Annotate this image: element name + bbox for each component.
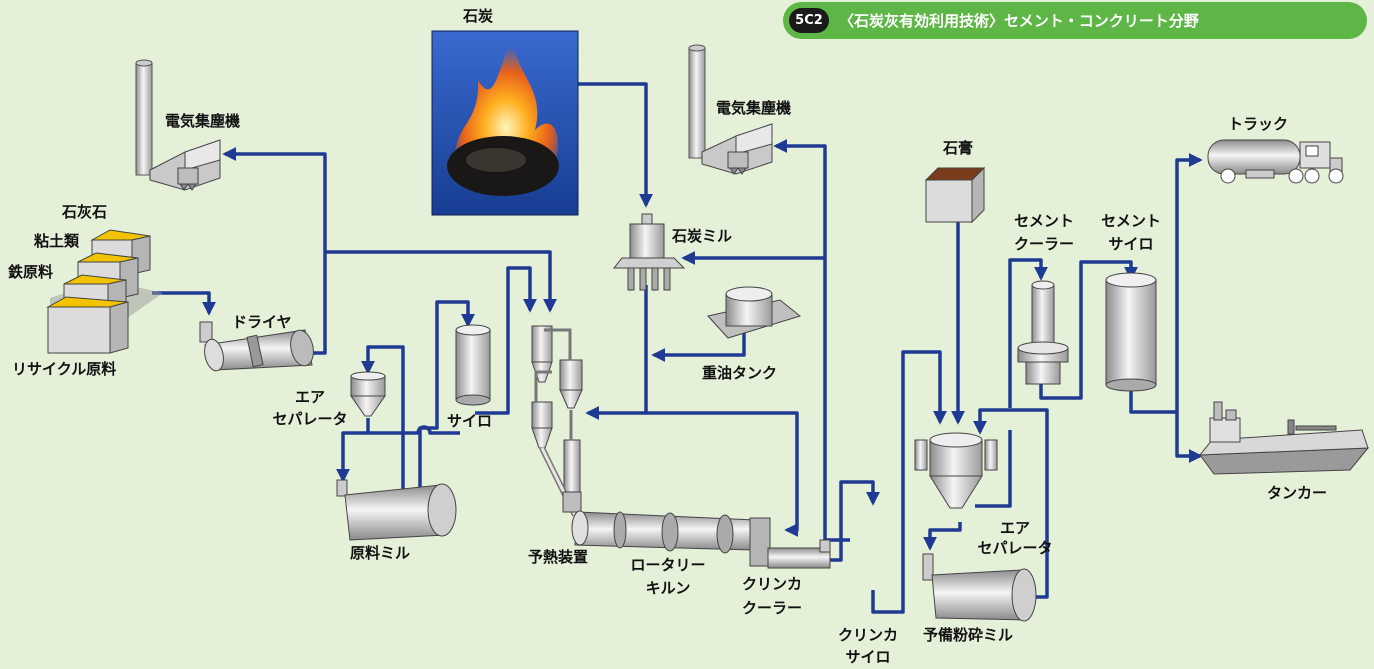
label-air-sep-right-1: エア (999, 519, 1030, 537)
flow-clinker-to-separator (871, 350, 947, 614)
flow-separator-loop (366, 418, 460, 435)
label-limestone: 石灰石 (62, 203, 108, 221)
label-kiln-1: ロータリー (630, 556, 706, 574)
ep-right-icon (701, 123, 773, 175)
flow-coal-to-kiln (585, 285, 648, 420)
flow-rawmill-to-silo (418, 300, 475, 503)
label-air-sep-left-1: エア (294, 388, 325, 406)
label-cement-silo-1: セメント (1101, 212, 1161, 230)
clinker-cooler-icon (749, 517, 831, 569)
flow-mill-loop (973, 408, 1049, 599)
label-cooler-2: クーラー (741, 599, 802, 617)
flow-separator-to-mill (336, 431, 368, 483)
label-iron: 鉄原料 (8, 263, 54, 281)
coal-mill-icon (612, 213, 686, 291)
label-dryer: ドライヤ (232, 313, 292, 331)
raw-material-bins-icon (46, 229, 163, 354)
flow-silo-to-preheater (475, 266, 537, 415)
header-badge: 5C2 〈石炭灰有効利用技術〉セメント・コンクリート分野 (783, 2, 1367, 39)
rotary-kiln-icon (571, 510, 756, 554)
tanker-icon (1198, 401, 1370, 475)
flow-to-cooler (646, 411, 799, 537)
flow-raw-to-dryer (152, 291, 216, 316)
label-raw-mill: 原料ミル (350, 544, 411, 562)
label-kiln-2: キルン (645, 579, 691, 597)
label-coal: 石炭 (462, 7, 493, 25)
label-pre-mill: 予備粉砕ミル (923, 626, 1014, 644)
label-ep-left: 電気集塵機 (165, 112, 241, 130)
label-cement-silo-2: サイロ (1108, 235, 1154, 253)
flow-lines (152, 82, 1203, 614)
badge-title: 〈石炭灰有効利用技術〉セメント・コンクリート分野 (839, 12, 1199, 30)
label-cooler-1: クリンカ (741, 575, 802, 593)
badge-code: 5C2 (789, 8, 829, 33)
flow-to-ep-right (773, 139, 850, 542)
air-separator-left-icon (350, 371, 386, 417)
label-ep-right: 電気集塵機 (716, 99, 792, 117)
ep-left-icon (149, 139, 221, 191)
stack-right-icon (688, 44, 706, 159)
coal-photo (431, 30, 579, 216)
label-tanker: タンカー (1267, 484, 1328, 502)
label-coal-mill: 石炭ミル (672, 227, 733, 245)
label-heavy-oil: 重油タンク (702, 364, 778, 382)
cement-silo-icon (1105, 272, 1157, 392)
flow-to-preheater (325, 250, 557, 313)
flow-to-tanker (1175, 412, 1203, 463)
flow-mill-to-separator (361, 345, 405, 503)
heavy-oil-tank-icon (707, 286, 802, 339)
stack-left-icon (135, 59, 153, 176)
flow-to-cement-silo (1039, 260, 1138, 400)
label-gypsum: 石膏 (942, 139, 973, 157)
label-preheater: 予熱装置 (528, 548, 589, 566)
label-air-sep-right-2: セパレータ (977, 539, 1053, 557)
truck-icon (1207, 139, 1344, 184)
flow-separator-return (975, 430, 1012, 508)
gypsum-bin-icon (924, 166, 986, 224)
label-cement-cooler-2: クーラー (1013, 235, 1074, 253)
label-clinker-silo-1: クリンカ (837, 626, 898, 644)
label-clinker-silo-2: サイロ (845, 648, 891, 666)
flow-oil (651, 330, 746, 362)
preheater-icon (531, 325, 583, 517)
label-air-sep-left-2: セパレータ (272, 410, 348, 428)
dryer-icon (199, 321, 314, 372)
raw-mill-icon (336, 479, 457, 541)
pre-grinding-mill-icon (922, 553, 1037, 622)
silo-icon (455, 324, 491, 406)
flow-to-clinker-silo (826, 480, 880, 562)
label-silo: サイロ (447, 412, 493, 430)
label-recycle: リサイクル原料 (12, 360, 117, 378)
flow-to-cement-cooler (1008, 258, 1048, 408)
label-clay: 粘土類 (34, 232, 80, 250)
label-truck: トラック (1228, 115, 1289, 133)
label-cement-cooler-1: セメント (1014, 212, 1074, 230)
cement-cooler-icon (1017, 280, 1069, 385)
flow-separator-to-premill (923, 522, 962, 551)
air-separator-right-icon (914, 432, 998, 509)
